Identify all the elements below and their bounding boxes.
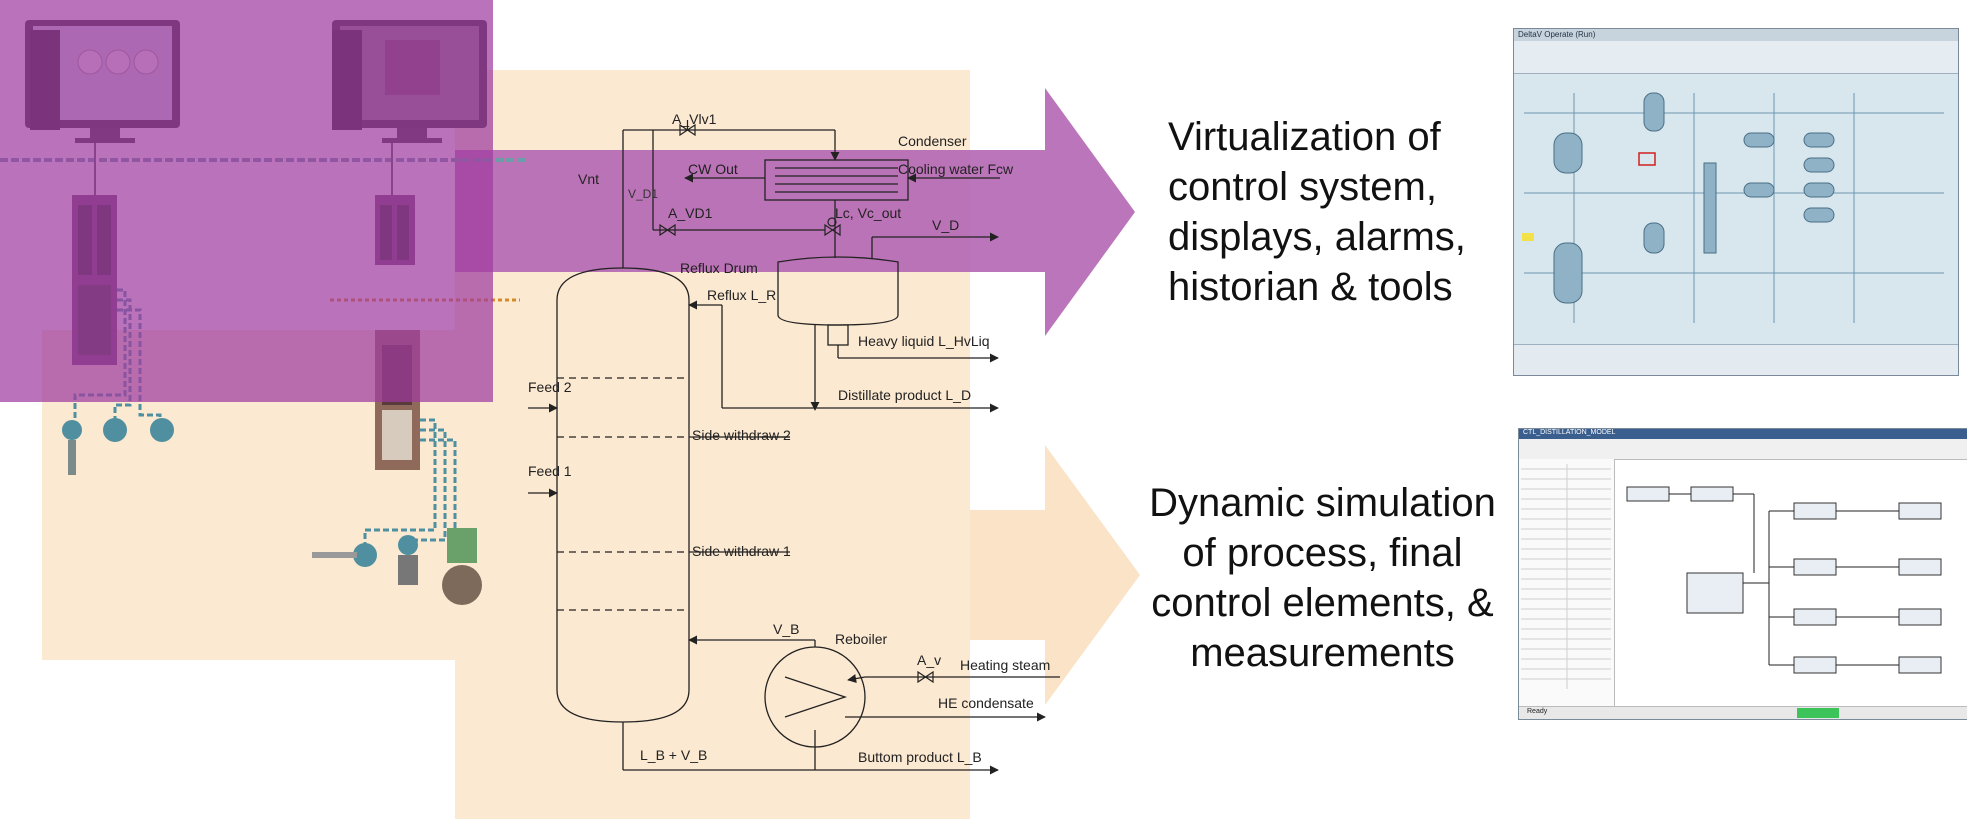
process-diagram xyxy=(528,129,1060,775)
sim-titlebar: CTL_DISTILLATION_MODEL xyxy=(1519,429,1967,439)
simulation-arrow xyxy=(970,445,1140,705)
side-withdraw-2-label: Side withdraw 2 xyxy=(692,427,791,443)
sim-block-diagram xyxy=(1626,486,1942,674)
condenser-label: Condenser xyxy=(898,133,967,149)
lb-vb-label: L_B + V_B xyxy=(640,747,707,763)
hmi-title: DeltaV Operate (Run) xyxy=(1518,30,1596,39)
heating-steam-label: Heating steam xyxy=(960,657,1050,673)
cw-out-label: CW Out xyxy=(688,161,738,177)
hmi-toolbar xyxy=(1514,41,1958,74)
distillation-column xyxy=(556,267,690,723)
sim-title: CTL_DISTILLATION_MODEL xyxy=(1523,429,1616,436)
he-condensate-label: HE condensate xyxy=(938,695,1034,711)
sim-run-indicator xyxy=(1797,708,1839,718)
hmi-titlebar: DeltaV Operate (Run) xyxy=(1514,29,1958,41)
heavy-liquid-label: Heavy liquid L_HvLiq xyxy=(858,333,990,349)
sim-status-bar: Ready xyxy=(1519,706,1967,719)
lc-vc-out-label: Lc, Vc_out xyxy=(835,205,901,221)
sim-status-text: Ready xyxy=(1527,708,1548,715)
operator-display-screenshot: DeltaV Operate (Run) xyxy=(1513,28,1959,376)
valve-a-vlv1-label: A_Vlv1 xyxy=(672,111,717,127)
bottom-product-label: Buttom product L_B xyxy=(858,749,982,765)
field-instrument-icon xyxy=(62,418,482,605)
valve-a-vd1-label: A_VD1 xyxy=(668,205,713,221)
valve-icon xyxy=(659,120,934,684)
vent-label: Vnt xyxy=(578,171,599,187)
reflux-label: Reflux L_R xyxy=(707,287,776,303)
cooling-water-label: Cooling water Fcw xyxy=(898,161,1014,177)
virtualization-caption: Virtualization of control system, displa… xyxy=(1168,115,1466,309)
distillate-label: Distillate product L_D xyxy=(838,387,971,403)
side-withdraw-1-label: Side withdraw 1 xyxy=(692,543,791,559)
virtualization-arrow xyxy=(455,88,1135,336)
v-d1-label: V_D1 xyxy=(628,187,658,201)
reboiler-label: Reboiler xyxy=(835,631,887,647)
a-v-label: A_v xyxy=(917,652,941,668)
simulation-screenshot: CTL_DISTILLATION_MODEL xyxy=(1518,428,1967,720)
hmi-process-graphic xyxy=(1522,92,1944,323)
hmi-alarm-banner xyxy=(1514,344,1958,375)
v-b-label: V_B xyxy=(773,621,799,637)
feed-1-label: Feed 1 xyxy=(528,463,572,479)
feed-2-label: Feed 2 xyxy=(528,379,572,395)
control-system-band xyxy=(0,0,493,402)
simulation-caption: Dynamic simulation of process, final con… xyxy=(1149,481,1496,675)
sim-menubar xyxy=(1519,439,1967,460)
reflux-drum-label: Reflux Drum xyxy=(680,260,758,276)
reflux-drum xyxy=(777,256,899,326)
v-d-label: V_D xyxy=(932,217,959,233)
sim-parameter-list xyxy=(1519,459,1615,707)
